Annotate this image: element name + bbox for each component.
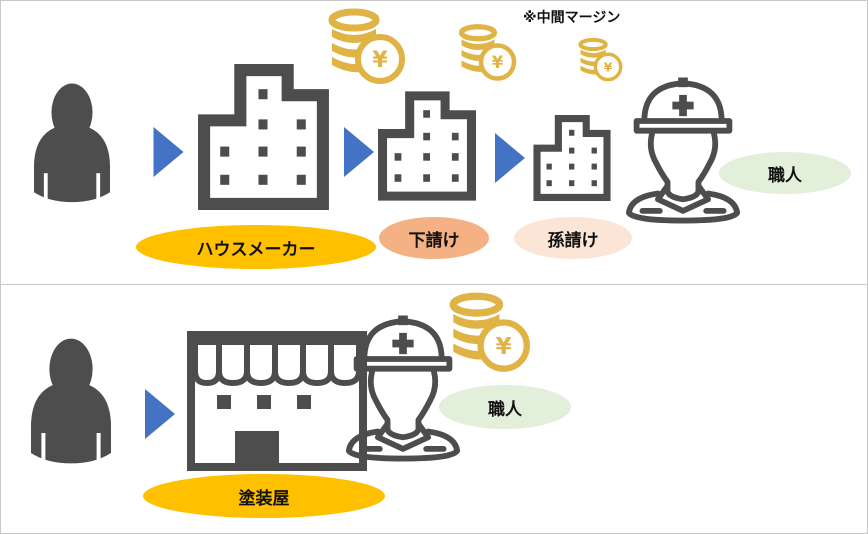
- middle-margin-note: ※中間マージン: [523, 10, 621, 26]
- coins-large-icon: [447, 291, 531, 375]
- painter-shop-icon: [187, 331, 367, 471]
- sub-subcontractor-label: 孫請け: [514, 217, 632, 259]
- coins-medium-icon: [457, 23, 517, 83]
- craftsman-label: 職人: [439, 385, 571, 429]
- subcontractor-label: 下請け: [379, 217, 489, 259]
- customer-person-icon: [34, 65, 110, 213]
- panel-direct-order: 塗装屋 職人: [0, 284, 868, 534]
- panel-with-middlemen: ※中間マージン ハウスメーカー 下請け 孫請け 職人: [0, 0, 868, 284]
- house-maker-building-icon: [198, 64, 329, 210]
- sub-subcontractor-building-icon: [533, 115, 611, 201]
- craftsman-worker-icon: [345, 313, 461, 463]
- house-maker-label: ハウスメーカー: [136, 225, 376, 269]
- craftsman-label: 職人: [719, 152, 851, 194]
- arrow-right-icon: [153, 127, 184, 177]
- arrow-right-icon: [495, 133, 525, 183]
- customer-person-icon: [31, 323, 111, 471]
- coins-large-icon: [326, 7, 406, 87]
- coins-small-icon: [577, 37, 623, 83]
- arrow-right-icon: [145, 389, 175, 439]
- craftsman-worker-icon: [625, 75, 741, 225]
- arrow-right-icon: [344, 127, 374, 177]
- painter-label: 塗装屋: [143, 474, 385, 518]
- subcontractor-building-icon: [378, 89, 476, 203]
